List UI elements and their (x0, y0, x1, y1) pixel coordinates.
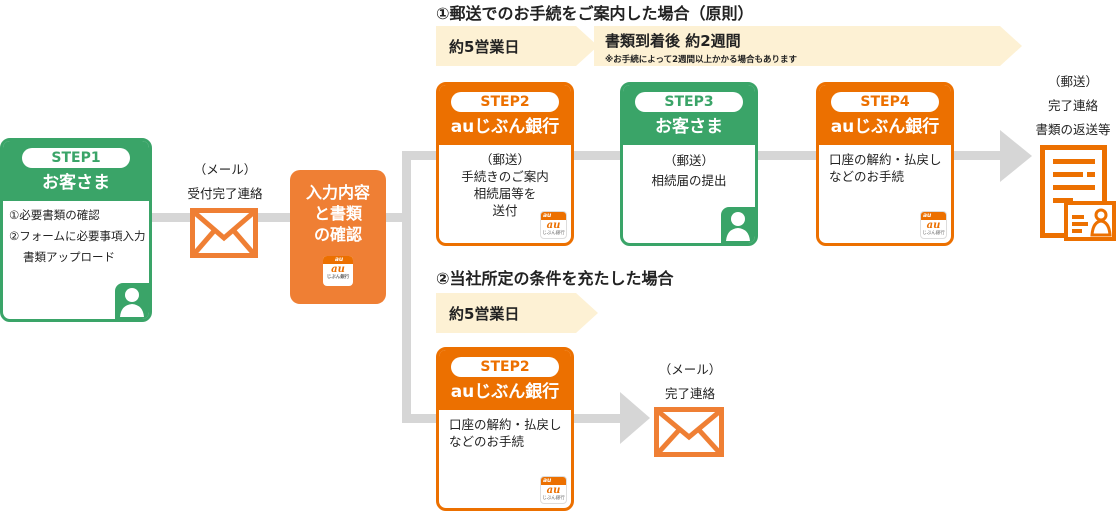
case1-step2-actor: auじぶん銀行 (450, 117, 560, 137)
connector-review-to-branch (384, 213, 410, 222)
envelope-icon (190, 208, 258, 258)
step1-body: ①必要書類の確認 ②フォームに必要事項入力 書類アップロード (3, 201, 149, 268)
case2-result-label: （メール） 完了連絡 (658, 362, 722, 401)
au-jibun-bank-logo: au au じぶん銀行 (540, 476, 567, 504)
mail1-label: （メール） 受付完了連絡 (170, 158, 280, 206)
review-line-3: の確認 (313, 225, 362, 244)
step1-line-2: ②フォームに必要事項入力 (9, 229, 146, 243)
au-jibun-bank-logo: au au じぶん銀行 (920, 211, 947, 239)
case1-step3-actor: お客さま (655, 117, 723, 137)
case2-band1-arrow (436, 293, 598, 333)
case1-step4-body: 口座の解約・払戻し などのお手続 (829, 152, 942, 184)
arrow-head-case2 (620, 392, 650, 444)
case1-band1-arrow (436, 26, 598, 66)
review-box: 入力内容 と書類 の確認 au au じぶん銀行 (290, 170, 386, 304)
step1-header: STEP1 お客さま (3, 141, 149, 201)
review-line-1: 入力内容 (305, 183, 370, 202)
mail1-line1: （メール） (193, 162, 257, 177)
case1-band2-label: 書類到着後 約2週間 (605, 32, 741, 50)
case1-band1-label: 約5営業日 (449, 38, 520, 56)
case1-step4-badge: STEP4 (831, 92, 939, 112)
case2-step2-actor: auじぶん銀行 (450, 382, 560, 402)
person-icon (115, 283, 149, 319)
case2-title: ②当社所定の条件を充たした場合 (436, 269, 674, 288)
document-return-icon (1040, 145, 1116, 241)
case1-step3-badge: STEP3 (635, 92, 743, 112)
au-jibun-bank-logo: au au じぶん銀行 (540, 211, 567, 239)
case1-title: ①郵送でのお手続をご案内した場合（原則） (436, 4, 754, 23)
case2-step2-body: 口座の解約・払戻し などのお手続 (449, 417, 562, 449)
case1-band2-note: ※お手続によって2週間以上かかる場合もあります (605, 55, 797, 65)
case1-step3-body: （郵送） 相続届の提出 (651, 153, 727, 188)
step1-badge: STEP1 (22, 148, 130, 168)
case1-step2-badge: STEP2 (451, 92, 559, 112)
envelope-icon (654, 407, 724, 457)
case1-step4-card: STEP4 auじぶん銀行 口座の解約・払戻し などのお手続 au au じぶん… (816, 82, 954, 246)
case1-step3-card: STEP3 お客さま （郵送） 相続届の提出 (620, 82, 758, 246)
case2-band1-label: 約5営業日 (449, 305, 520, 323)
case2-step2-card: STEP2 auじぶん銀行 口座の解約・払戻し などのお手続 au au じぶん… (436, 347, 574, 511)
case1-step4-actor: auじぶん銀行 (830, 117, 940, 137)
case2-step2-badge: STEP2 (451, 357, 559, 377)
arrow-head-case1 (1000, 130, 1032, 182)
step1-actor: お客さま (42, 173, 110, 193)
step1-line-1: ①必要書類の確認 (9, 208, 100, 222)
case1-step2-card: STEP2 auじぶん銀行 （郵送） 手続きのご案内 相続届等を 送付 au a… (436, 82, 574, 246)
connector-branch-vertical (402, 151, 411, 423)
person-icon (721, 207, 755, 243)
step1-line-3: 書類アップロード (23, 250, 115, 264)
case1-step2-body: （郵送） 手続きのご案内 相続届等を 送付 (461, 152, 549, 218)
case1-band2-arrow (594, 26, 1022, 66)
step1-card: STEP1 お客さま ①必要書類の確認 ②フォームに必要事項入力 書類アップロー… (0, 138, 152, 322)
case1-result-label: （郵送） 完了連絡 書類の返送等 (1035, 74, 1111, 137)
review-line-2: と書類 (313, 204, 362, 223)
mail1-line2: 受付完了連絡 (187, 186, 263, 201)
au-jibun-bank-logo: au au じぶん銀行 (323, 256, 353, 286)
